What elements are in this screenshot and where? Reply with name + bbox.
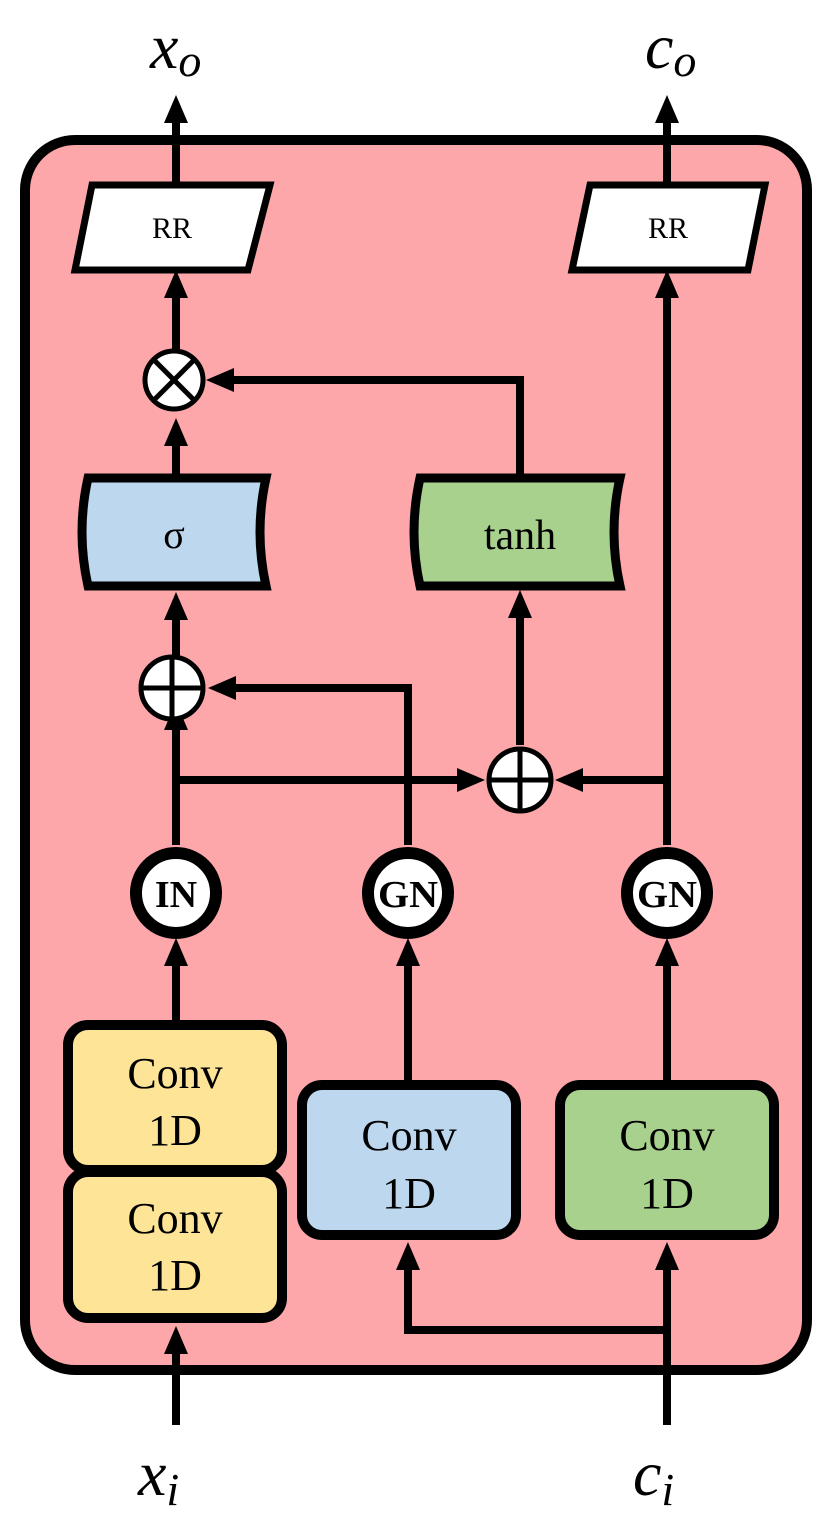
arrow-into-multiply bbox=[164, 418, 188, 446]
arrow-output-c bbox=[655, 95, 679, 123]
gn-right-node: GN bbox=[621, 847, 713, 939]
arrow-into-tanh bbox=[508, 590, 532, 618]
sigma-block: σ bbox=[77, 473, 272, 591]
arrow-c-into-plus-mid bbox=[555, 768, 583, 792]
rr-right-label: RR bbox=[648, 212, 688, 245]
output-x-label: xo bbox=[149, 11, 201, 86]
arrow-into-rr-left bbox=[164, 270, 188, 298]
conv-blue: Conv 1D bbox=[297, 1080, 521, 1240]
gn-right-label: GN bbox=[637, 874, 697, 916]
multiply-node bbox=[142, 348, 206, 412]
arrow-x-into-plus-mid bbox=[457, 768, 485, 792]
conv-yellow-bottom: Conv 1D bbox=[63, 1167, 287, 1323]
arrow-into-sigma bbox=[164, 592, 188, 620]
gn-mid-node: GN bbox=[362, 847, 454, 939]
add-node-top bbox=[138, 654, 206, 722]
in-node: IN bbox=[130, 847, 222, 939]
arrow-gn-into-plus-top bbox=[208, 676, 236, 700]
arrow-into-rr-right bbox=[655, 270, 679, 298]
gn-mid-label: GN bbox=[378, 874, 438, 916]
conv-green-line1: Conv bbox=[619, 1111, 714, 1160]
conv-yellow-bottom-line2: 1D bbox=[148, 1251, 202, 1300]
arrow-into-conv-blue bbox=[396, 1242, 420, 1270]
conv-yellow-top-line2: 1D bbox=[148, 1106, 202, 1155]
arrow-into-gn-right bbox=[655, 938, 679, 966]
rr-right-block: RR bbox=[567, 181, 770, 274]
arrow-into-conv-green bbox=[655, 1242, 679, 1270]
arrowheads bbox=[164, 95, 679, 1354]
tanh-block: tanh bbox=[409, 473, 626, 591]
input-c-label: ci bbox=[633, 1438, 674, 1515]
connectors bbox=[172, 115, 671, 1425]
arrow-output-x bbox=[164, 95, 188, 123]
sigma-label: σ bbox=[163, 512, 185, 557]
in-label: IN bbox=[155, 874, 197, 916]
conv-blue-line2: 1D bbox=[382, 1169, 436, 1218]
rr-left-block: RR bbox=[70, 181, 275, 274]
arrow-into-in bbox=[164, 938, 188, 966]
conv-yellow-top: Conv 1D bbox=[63, 1020, 287, 1175]
conv-green: Conv 1D bbox=[555, 1080, 779, 1240]
conv-blue-line1: Conv bbox=[361, 1111, 456, 1160]
output-c-label: co bbox=[645, 11, 696, 86]
conv-yellow-top-line1: Conv bbox=[127, 1049, 222, 1098]
conv-yellow-bottom-line1: Conv bbox=[127, 1194, 222, 1243]
add-node-middle bbox=[486, 746, 554, 814]
arrow-tanh-into-multiply bbox=[206, 368, 234, 392]
rr-left-label: RR bbox=[152, 212, 192, 245]
arrow-into-conv-yellow bbox=[164, 1326, 188, 1354]
tanh-label: tanh bbox=[484, 513, 556, 559]
arrow-into-gn-mid bbox=[396, 938, 420, 966]
input-x-label: xi bbox=[137, 1438, 179, 1515]
conv-green-line2: 1D bbox=[640, 1169, 694, 1218]
